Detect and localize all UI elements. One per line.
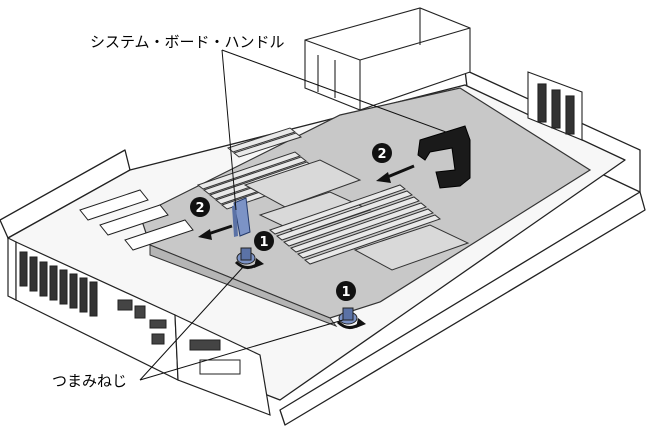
step-callout-1-front: 1 (254, 231, 274, 251)
step-callout-2-right: 2 (372, 143, 392, 163)
front-panel (117, 299, 241, 375)
slide-arrow-left (198, 224, 233, 240)
pci-riser (527, 71, 583, 141)
step-number: 1 (259, 235, 268, 250)
fan-cage (79, 189, 194, 251)
heatsink-right (353, 224, 470, 271)
thumbscrew-front (236, 247, 256, 265)
step-callout-1-rear: 1 (336, 281, 356, 301)
step-number: 2 (377, 147, 386, 162)
thumbscrew-rear (338, 307, 358, 325)
leader-lines (139, 49, 447, 381)
drive-bays (19, 251, 98, 317)
step-number: 2 (195, 201, 204, 216)
slide-arrow-right (376, 164, 415, 183)
rotate-arrowhead-front (254, 258, 264, 268)
step-callout-2-left: 2 (190, 197, 210, 217)
handle-label: システム・ボード・ハンドル (90, 33, 285, 51)
thumbscrew-label: つまみねじ (52, 372, 127, 390)
rotate-arrowhead-rear (356, 318, 366, 328)
system-board-handle-right (417, 125, 471, 189)
system-board-handle-left (232, 197, 251, 237)
step-number: 1 (341, 285, 350, 300)
power-supply-bay (304, 7, 471, 111)
dimm-slots-right (268, 184, 442, 265)
